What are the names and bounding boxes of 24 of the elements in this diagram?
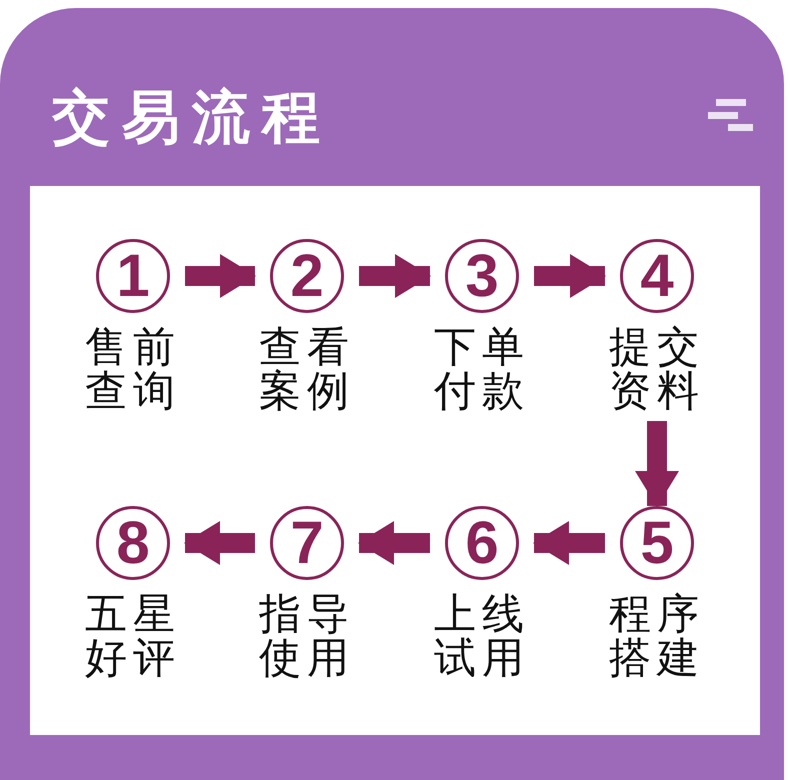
title: 交易流程 xyxy=(52,84,332,150)
arrow xyxy=(358,521,430,565)
step-number: 6 xyxy=(445,506,519,580)
step-label: 上线试用 xyxy=(434,592,531,680)
step-number: 1 xyxy=(96,239,170,313)
step-number: 2 xyxy=(270,239,344,313)
step-number: 5 xyxy=(620,506,694,580)
step-label: 查看案例 xyxy=(259,325,356,413)
step-label: 程序搭建 xyxy=(609,592,706,680)
step-label: 指导使用 xyxy=(259,592,356,680)
arrow xyxy=(534,254,606,298)
arrow xyxy=(635,421,679,507)
step-label: 售前查询 xyxy=(85,325,182,413)
step-number: 8 xyxy=(96,506,170,580)
step-label: 五星好评 xyxy=(85,592,182,680)
arrow xyxy=(359,254,431,298)
arrow xyxy=(533,521,605,565)
step-number: 4 xyxy=(620,239,694,313)
arrow xyxy=(184,521,255,565)
step-number: 7 xyxy=(270,506,344,580)
step-label: 提交资料 xyxy=(609,325,706,413)
step-number: 3 xyxy=(445,239,519,313)
step-label: 下单付款 xyxy=(434,325,531,413)
arrow xyxy=(185,254,256,298)
